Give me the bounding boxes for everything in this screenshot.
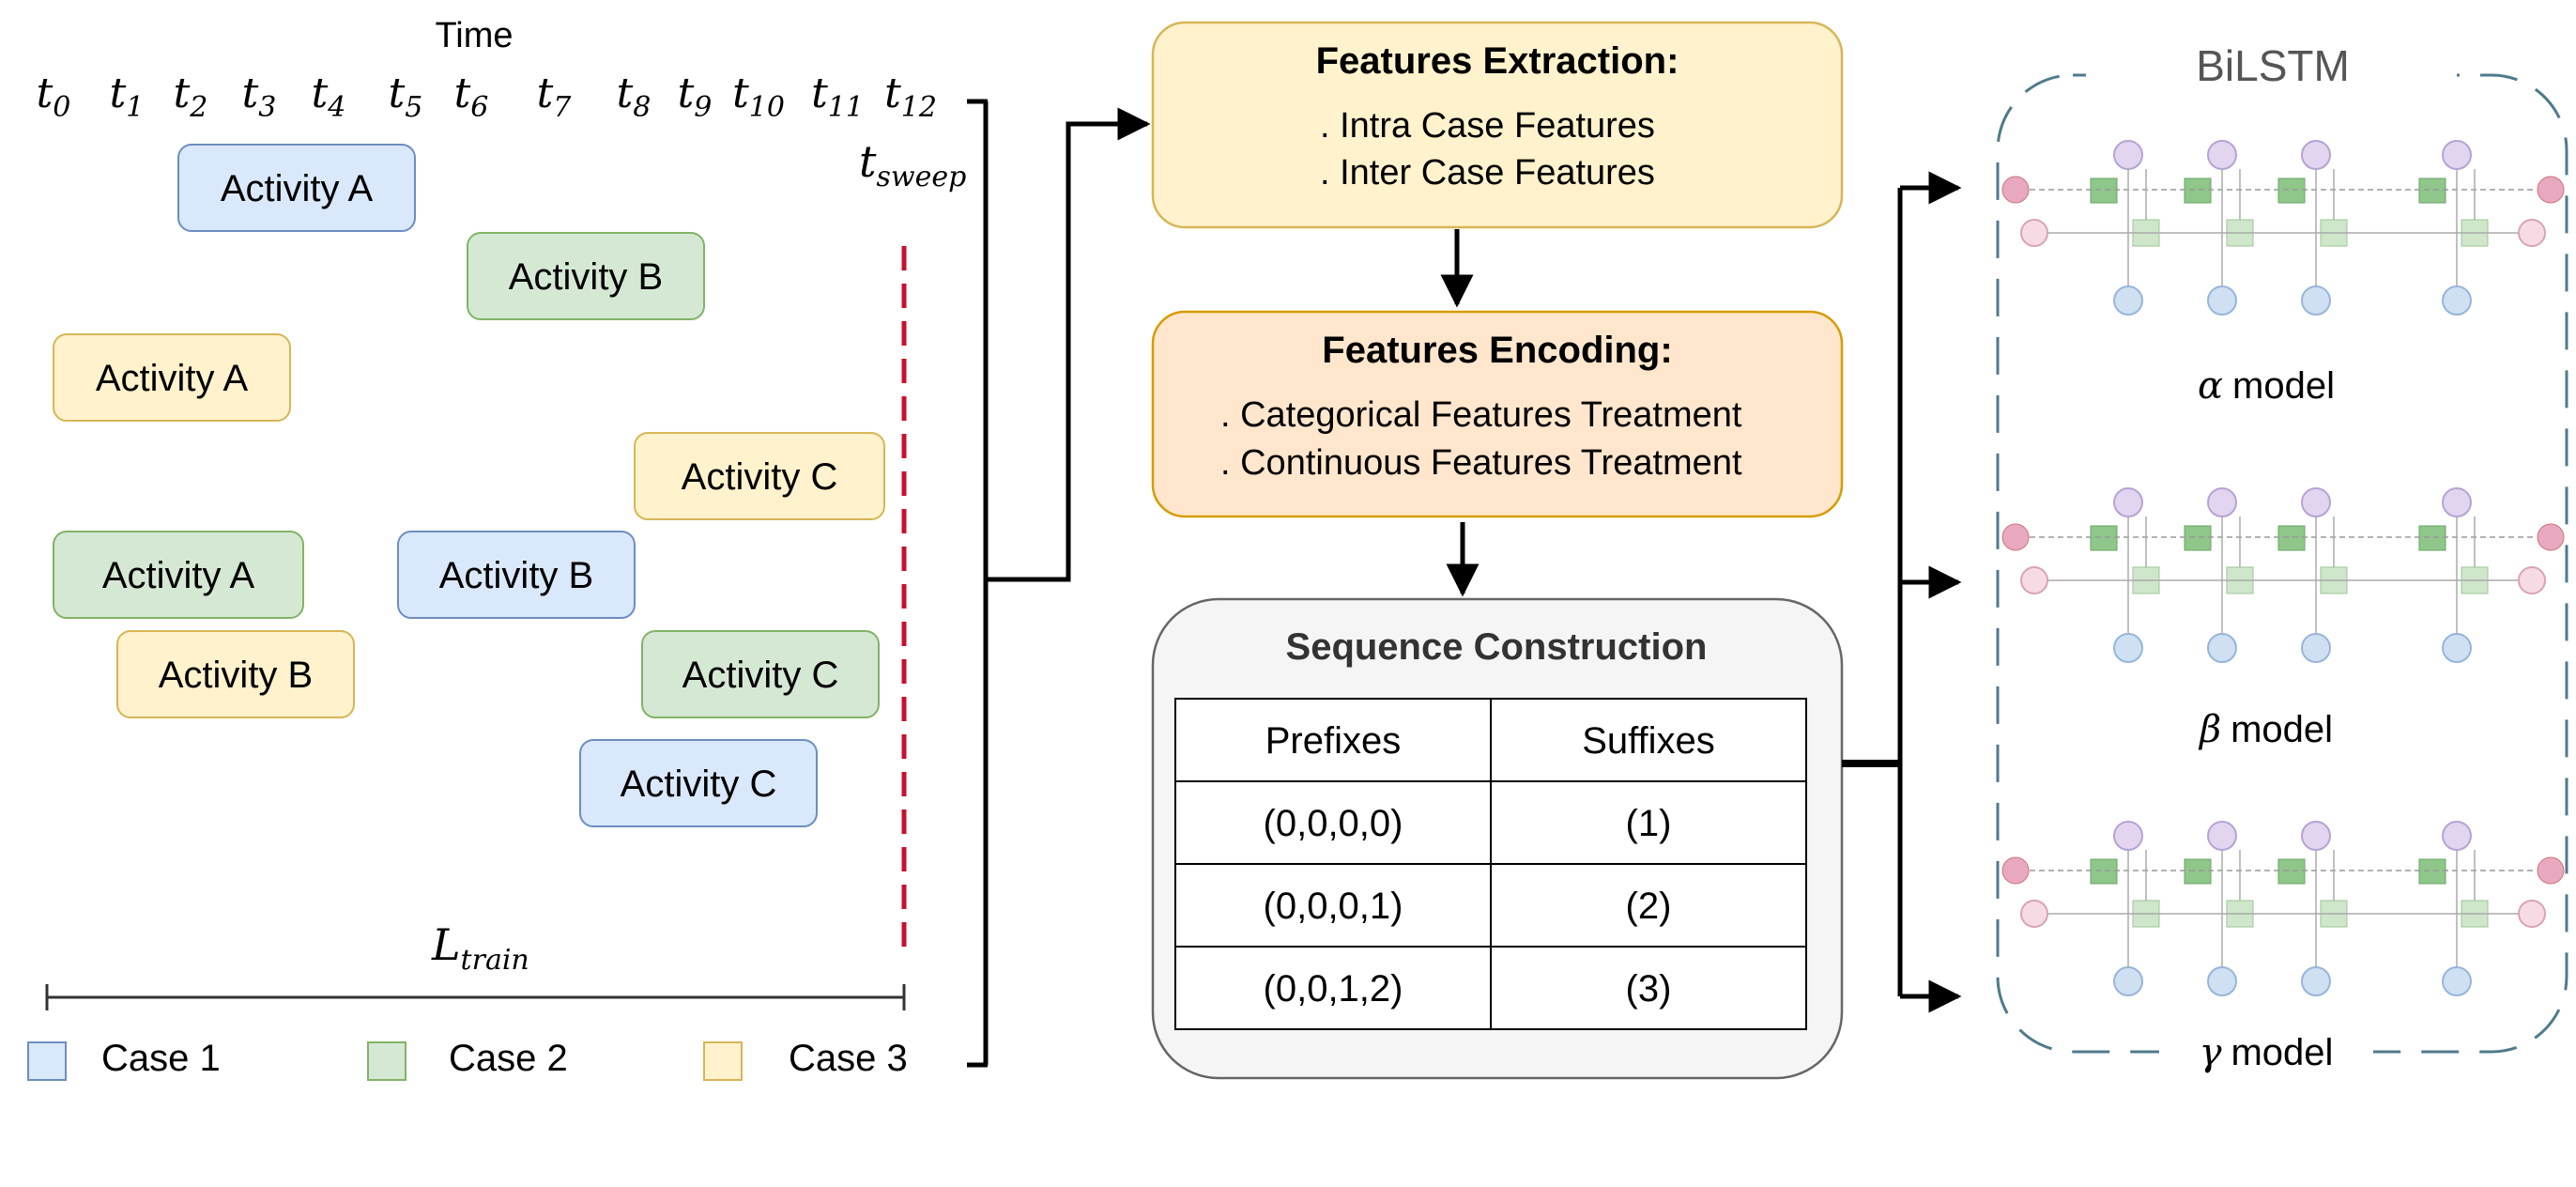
inter-case-item: . Inter Case Features — [1320, 153, 1655, 193]
features-encoding-title: Features Encoding: — [1322, 330, 1672, 371]
table-cell: (1) — [1626, 803, 1672, 844]
activity-label: Activity B — [159, 655, 313, 696]
time-tick: t2 — [174, 69, 208, 124]
legend-swatch — [703, 1041, 743, 1081]
table-cell: (0,0,0,1) — [1264, 886, 1403, 927]
time-tick: t0 — [37, 69, 71, 124]
legend-label: Case 2 — [449, 1038, 568, 1079]
table-cell: (3) — [1626, 968, 1672, 1010]
activity-bar: Activity B — [397, 531, 636, 619]
legend-label: Case 1 — [101, 1038, 221, 1079]
activity-label: Activity A — [96, 358, 249, 399]
activity-label: Activity B — [439, 555, 593, 596]
features-extraction-title: Features Extraction: — [1316, 40, 1679, 82]
timeline-bracket — [967, 99, 1151, 1068]
legend-label: Case 3 — [789, 1038, 908, 1079]
case-legend: Case 1 Case 2 Case 3 — [27, 1038, 908, 1081]
table-header: Suffixes — [1582, 720, 1715, 762]
time-tick: t7 — [537, 69, 573, 124]
activity-label: Activity C — [682, 456, 838, 498]
legend-swatch — [367, 1041, 406, 1081]
activity-label: Activity B — [509, 256, 663, 298]
time-tick: t5 — [389, 69, 423, 124]
bilstm-network-beta — [2001, 487, 2565, 663]
table-cell: (2) — [1626, 886, 1672, 927]
time-ticks: t0 t1 t2 t3 t4 t5 t6 t7 t8 t9 t10 t11 t12 — [37, 69, 937, 124]
continuous-item: . Continuous Features Treatment — [1220, 443, 1742, 483]
features-extraction-box: Features Extraction: . Intra Case Featur… — [1151, 21, 1844, 229]
activity-bar: Activity C — [579, 739, 818, 827]
bilstm-network-gamma — [2001, 821, 2565, 996]
table-cell: (0,0,1,2) — [1264, 968, 1403, 1010]
activity-bar: Activity C — [634, 432, 885, 520]
train-span-line — [45, 984, 906, 1010]
activity-bar: Activity A — [53, 333, 291, 422]
time-tick: t6 — [454, 69, 489, 124]
activity-label: Activity A — [102, 555, 255, 596]
activity-bar: Activity A — [177, 144, 416, 232]
table-cell: (0,0,0,0) — [1264, 803, 1403, 844]
time-label: Time — [435, 16, 513, 55]
time-tick: t9 — [678, 69, 713, 124]
legend-swatch — [27, 1041, 67, 1081]
model-branch-arrows — [1842, 171, 1962, 1013]
features-encoding-box: Features Encoding: . Categorical Feature… — [1151, 310, 1844, 518]
categorical-item: . Categorical Features Treatment — [1220, 395, 1742, 435]
time-tick: t4 — [312, 69, 346, 124]
activity-bars: Activity A Activity B Activity A Activity C… — [53, 144, 885, 827]
time-tick: t12 — [884, 69, 937, 124]
train-label: Ltrain — [431, 919, 529, 977]
activity-bar: Activity A — [53, 531, 304, 619]
sweep-label: tsweep — [859, 136, 966, 193]
time-tick: t10 — [732, 69, 785, 124]
sequence-table: Prefixes Suffixes (0,0,0,0) (1) (0,0,0,1) (2)… — [1174, 698, 1807, 1030]
bilstm-network-alpha — [2001, 140, 2565, 316]
activity-label: Activity C — [621, 763, 777, 805]
time-tick: t1 — [110, 69, 145, 124]
activity-bar: Activity B — [116, 630, 355, 718]
time-tick: t11 — [811, 69, 864, 124]
time-tick: t8 — [617, 69, 652, 124]
bilstm-title: BiLSTM — [2196, 41, 2350, 90]
time-tick: t3 — [242, 69, 277, 124]
sequence-construction-box: Sequence Construction Prefixes Suffixes (0… — [1151, 597, 1844, 1080]
activity-bar: Activity B — [467, 232, 705, 320]
intra-case-item: . Intra Case Features — [1320, 106, 1655, 146]
activity-bar: Activity C — [641, 630, 880, 718]
activity-label: Activity A — [221, 168, 374, 209]
table-header: Prefixes — [1265, 720, 1402, 762]
sequence-title: Sequence Construction — [1286, 626, 1708, 668]
activity-label: Activity C — [682, 655, 839, 696]
